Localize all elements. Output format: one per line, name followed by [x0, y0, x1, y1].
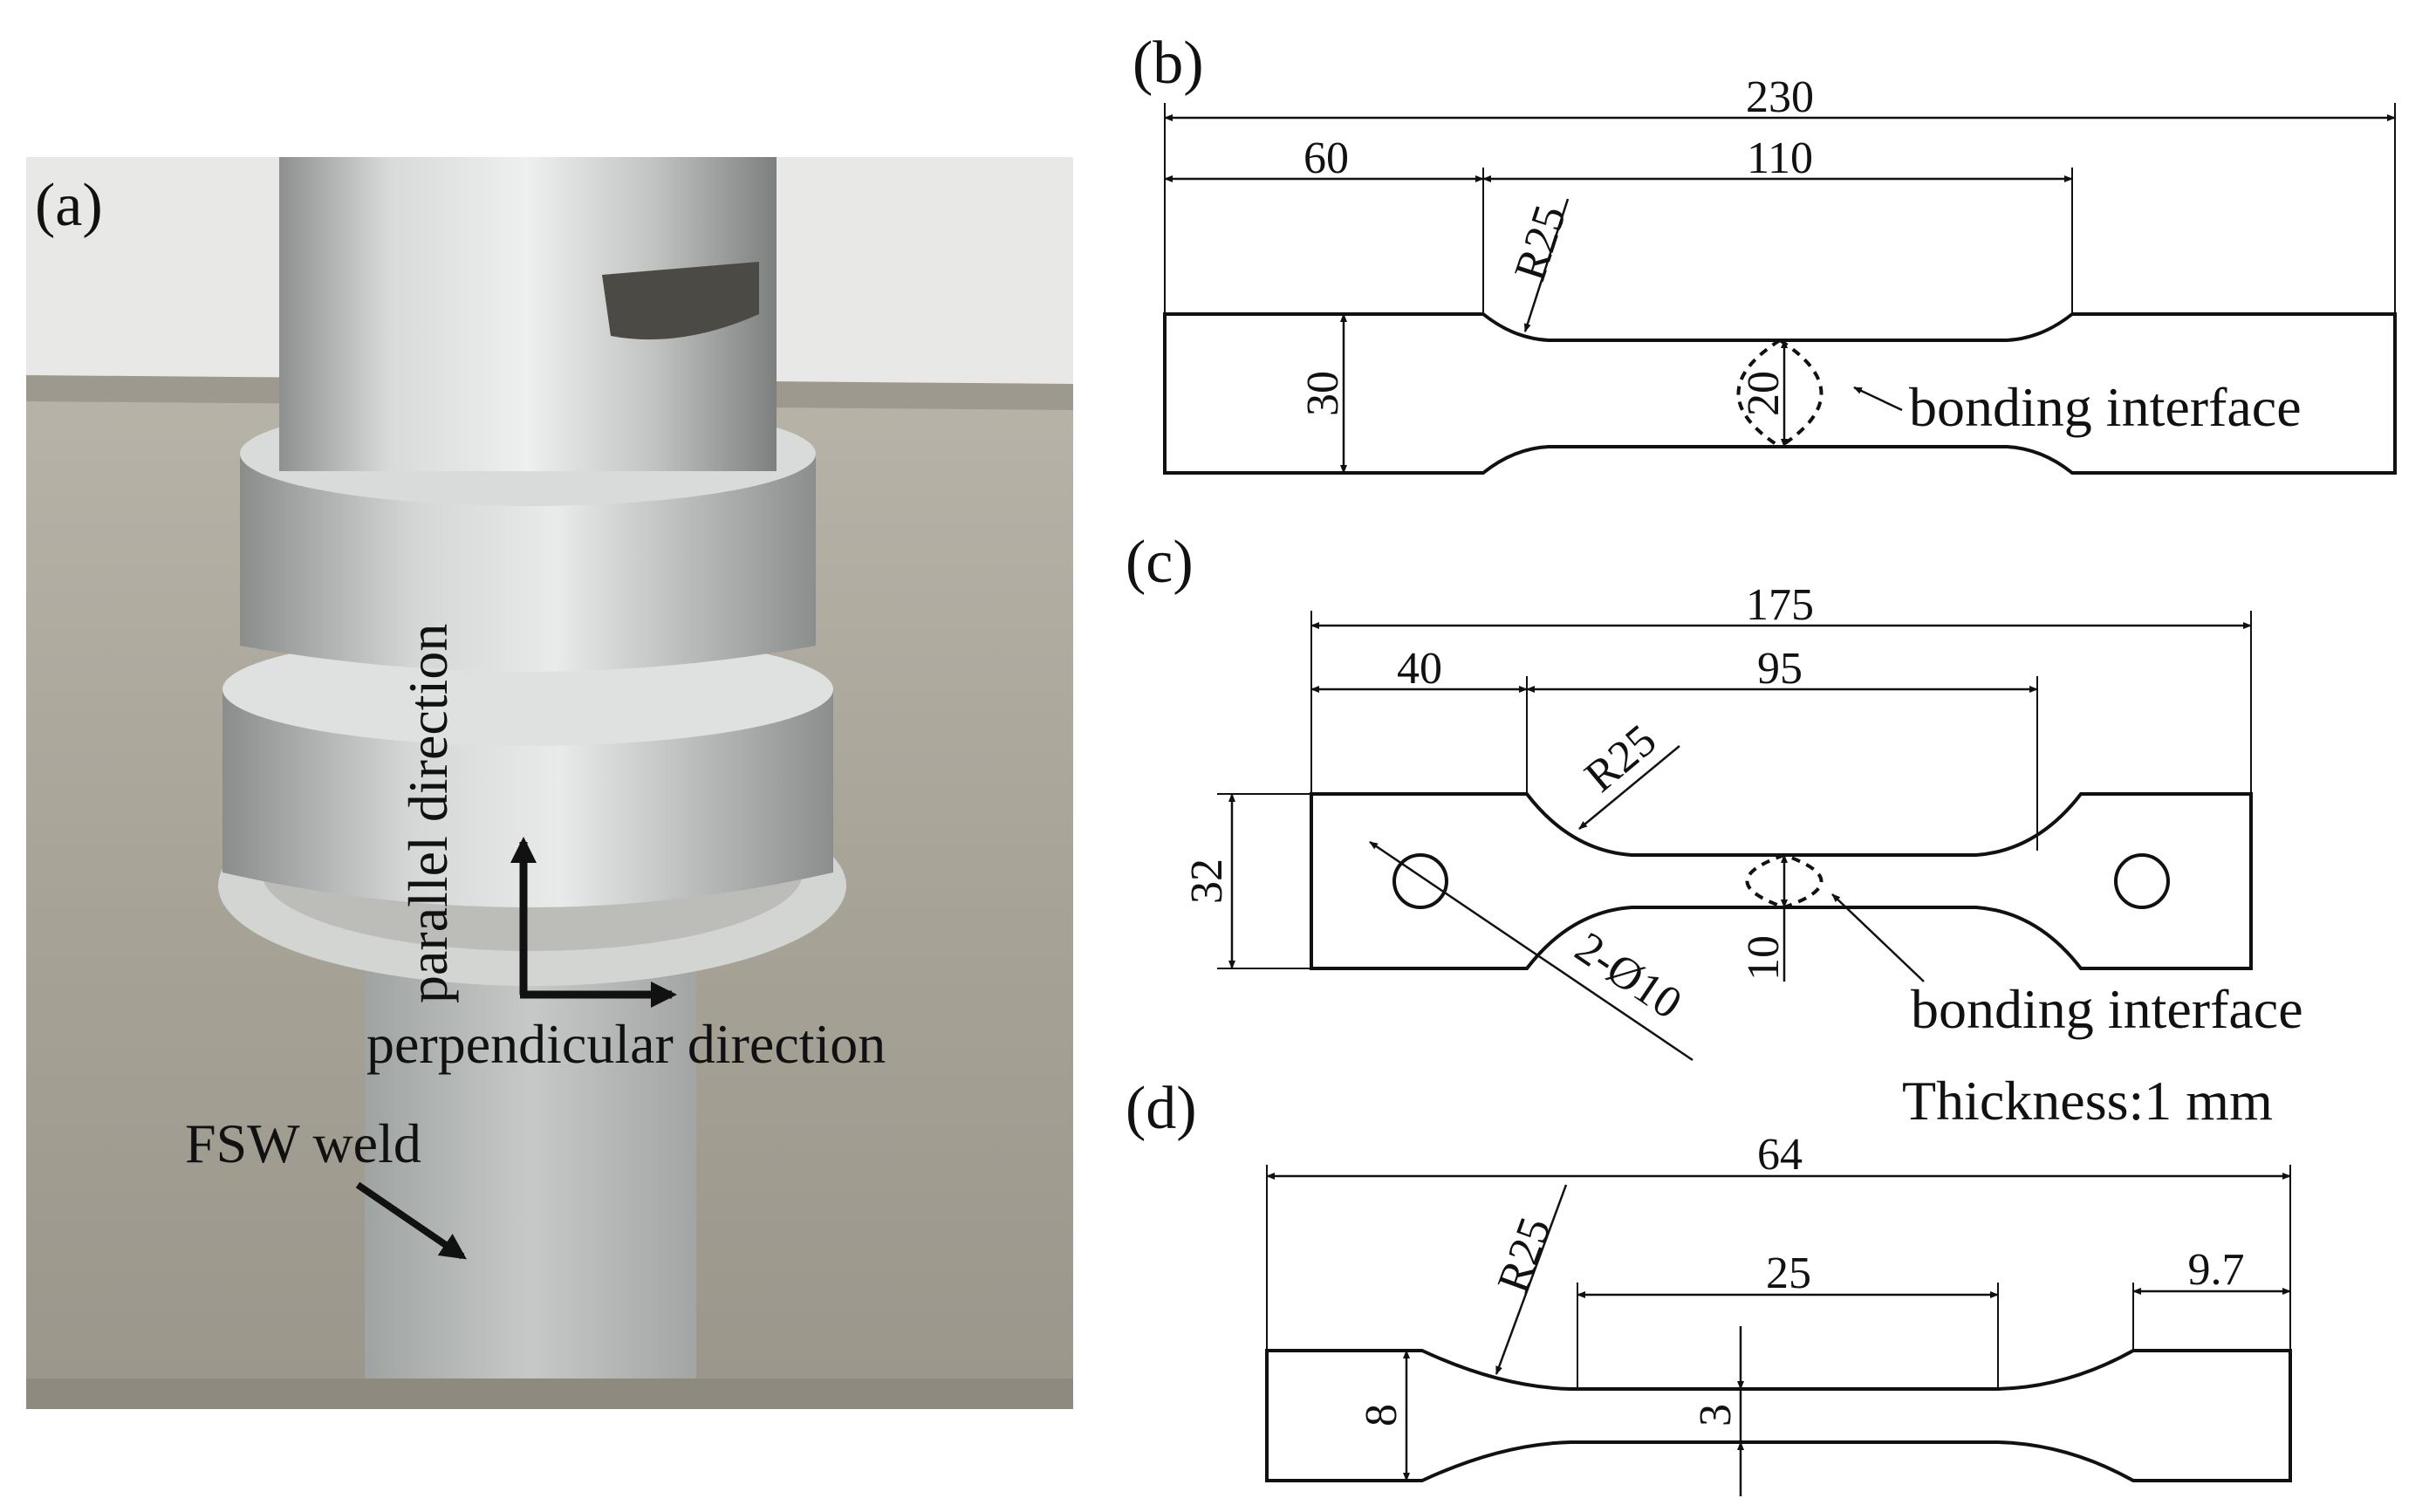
thickness-label: Thickness:1 mm [1902, 1070, 2273, 1132]
tool-shoulder-lower [222, 689, 833, 907]
bonding-leader-b [1853, 386, 1903, 412]
dim-b-grip-width: 30 [1298, 371, 1348, 416]
dim-c-radius: R25 [1576, 715, 1666, 802]
bonding-interface-b [1736, 339, 1782, 448]
dim-d-radius: R25 [1488, 1211, 1561, 1299]
panel-c-drawing: (c) 175 40 95 R25 32 10 2-Ø10 bonding in… [1126, 529, 2303, 1132]
panel-c-label: (c) [1126, 529, 1194, 596]
dim-d-gauge-width: 3 [1691, 1404, 1741, 1426]
plate-front-edge [26, 1379, 1073, 1409]
bonding-interface-c-label: bonding interface [1911, 978, 2303, 1040]
dim-b-gauge: 110 [1747, 133, 1813, 183]
hole-c-right [2114, 853, 2170, 909]
specimen-b-outline [1163, 312, 2397, 475]
dim-c-grip: 40 [1397, 644, 1442, 694]
dim-d-gauge: 25 [1766, 1249, 1811, 1298]
dim-d-total: 64 [1757, 1130, 1803, 1180]
dim-b-radius-leader [1523, 198, 1570, 332]
dim-c-gauge-width: 10 [1739, 935, 1789, 981]
dim-c-total: 175 [1746, 580, 1814, 630]
tool-shaft-mark [602, 262, 759, 340]
fsw-weld-track [365, 942, 696, 1409]
panel-b-label: (b) [1132, 30, 1204, 97]
dim-b-total: 230 [1746, 72, 1814, 122]
specimen-c-outline [1310, 792, 2253, 970]
fsw-weld-label: FSW weld [185, 1112, 421, 1174]
bonding-interface-b-right [1778, 339, 1823, 448]
panel-d-drawing: (d) 64 9.7 25 R25 8 3 [1126, 1075, 2292, 1496]
bonding-leader-c [1831, 893, 1925, 982]
panel-b-drawing: (b) 230 60 110 R25 30 20 bonding interfa… [1132, 30, 2397, 475]
dim-b-grip: 60 [1303, 133, 1349, 183]
dim-c-holes-leader [1369, 840, 1693, 1062]
panel-a-label: (a) [35, 172, 103, 239]
hole-c-left [1392, 853, 1448, 909]
panel-d-label: (d) [1126, 1075, 1197, 1142]
dim-c-holes: 2-Ø10 [1566, 923, 1690, 1030]
parallel-direction-label: parallel direction [397, 624, 459, 1003]
dim-d-grip-width: 8 [1357, 1404, 1406, 1426]
tool-shoulder-upper [240, 454, 816, 672]
perpendicular-direction-label: perpendicular direction [366, 1013, 886, 1075]
panel-a-photo: (a) parallel direction perpendicular dir… [26, 157, 1073, 1409]
dim-b-gauge-width: 20 [1739, 371, 1789, 416]
dim-b-radius: R25 [1505, 200, 1576, 287]
specimen-d-outline [1265, 1349, 2292, 1482]
dim-d-radius-leader [1495, 1184, 1568, 1375]
dim-d-grip: 9.7 [2188, 1245, 2245, 1295]
dim-c-gauge: 95 [1757, 644, 1803, 694]
fsw-weld-arrow [355, 1181, 467, 1260]
dim-c-radius-leader [1578, 745, 1680, 830]
dim-c-grip-width: 32 [1182, 859, 1232, 904]
bonding-interface-b-label: bonding interface [1909, 376, 2302, 438]
